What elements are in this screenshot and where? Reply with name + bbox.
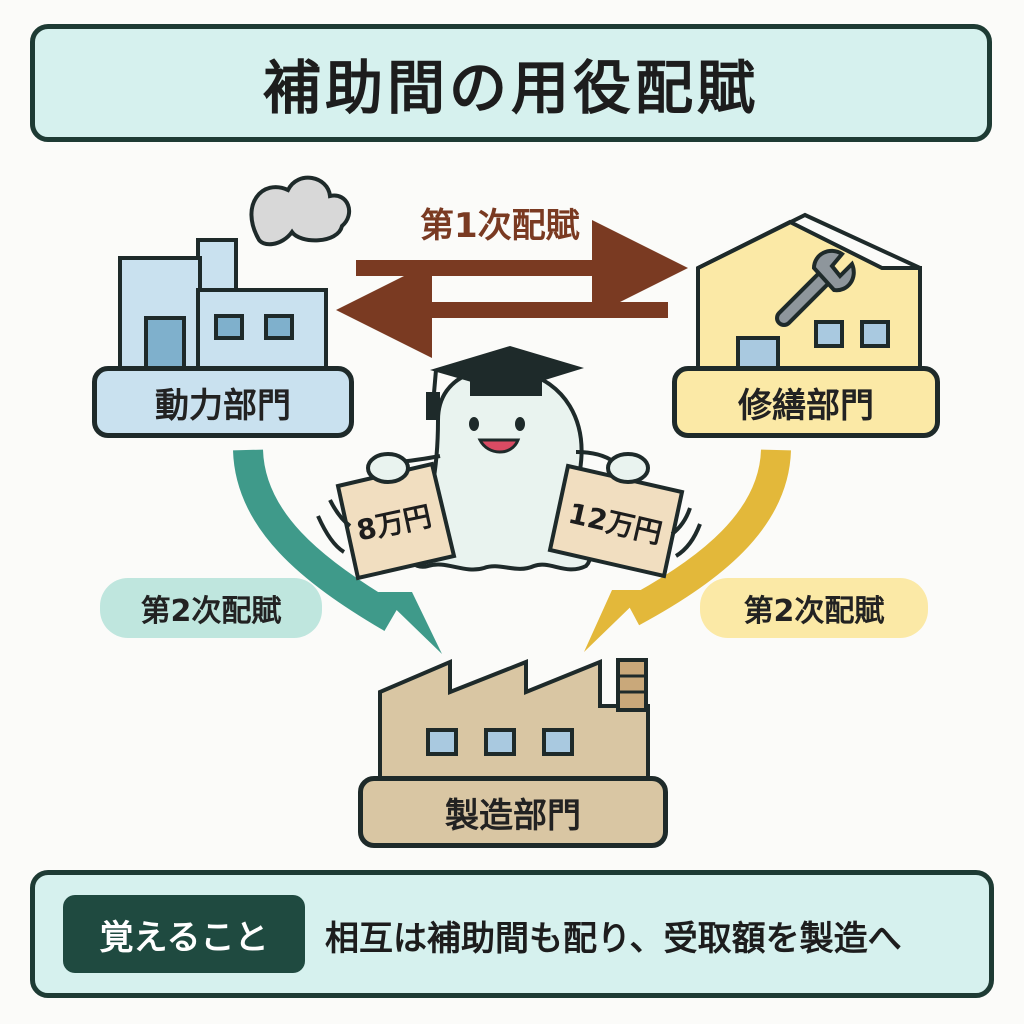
remember-badge: 覚えること (63, 895, 305, 973)
second-allocation-arrow-right (624, 448, 791, 626)
memo-box: 覚えること 相互は補助間も配り、受取額を製造へ (30, 870, 994, 998)
title-banner: 補助間の用役配賦 (30, 24, 992, 142)
repair-department-label: 修繕部門 (672, 366, 940, 438)
second-allocation-arrow-left (233, 448, 400, 631)
manufacturing-department-label: 製造部門 (358, 776, 668, 848)
factory-icon (118, 175, 352, 375)
wrench-icon (775, 248, 856, 327)
graduation-cap-icon (426, 346, 584, 420)
second-allocation-label-right: 第2次配賦 (700, 578, 928, 638)
left-sign (335, 452, 457, 581)
right-sign (547, 452, 685, 579)
first-allocation-label: 第1次配賦 (420, 206, 580, 246)
manufacturing-plant-icon (378, 658, 650, 784)
page-title: 補助間の用役配賦 (262, 54, 759, 122)
remember-text: 相互は補助間も配り、受取額を製造へ (325, 919, 902, 959)
power-department-label: 動力部門 (92, 366, 354, 438)
second-allocation-label-left: 第2次配賦 (100, 578, 322, 638)
